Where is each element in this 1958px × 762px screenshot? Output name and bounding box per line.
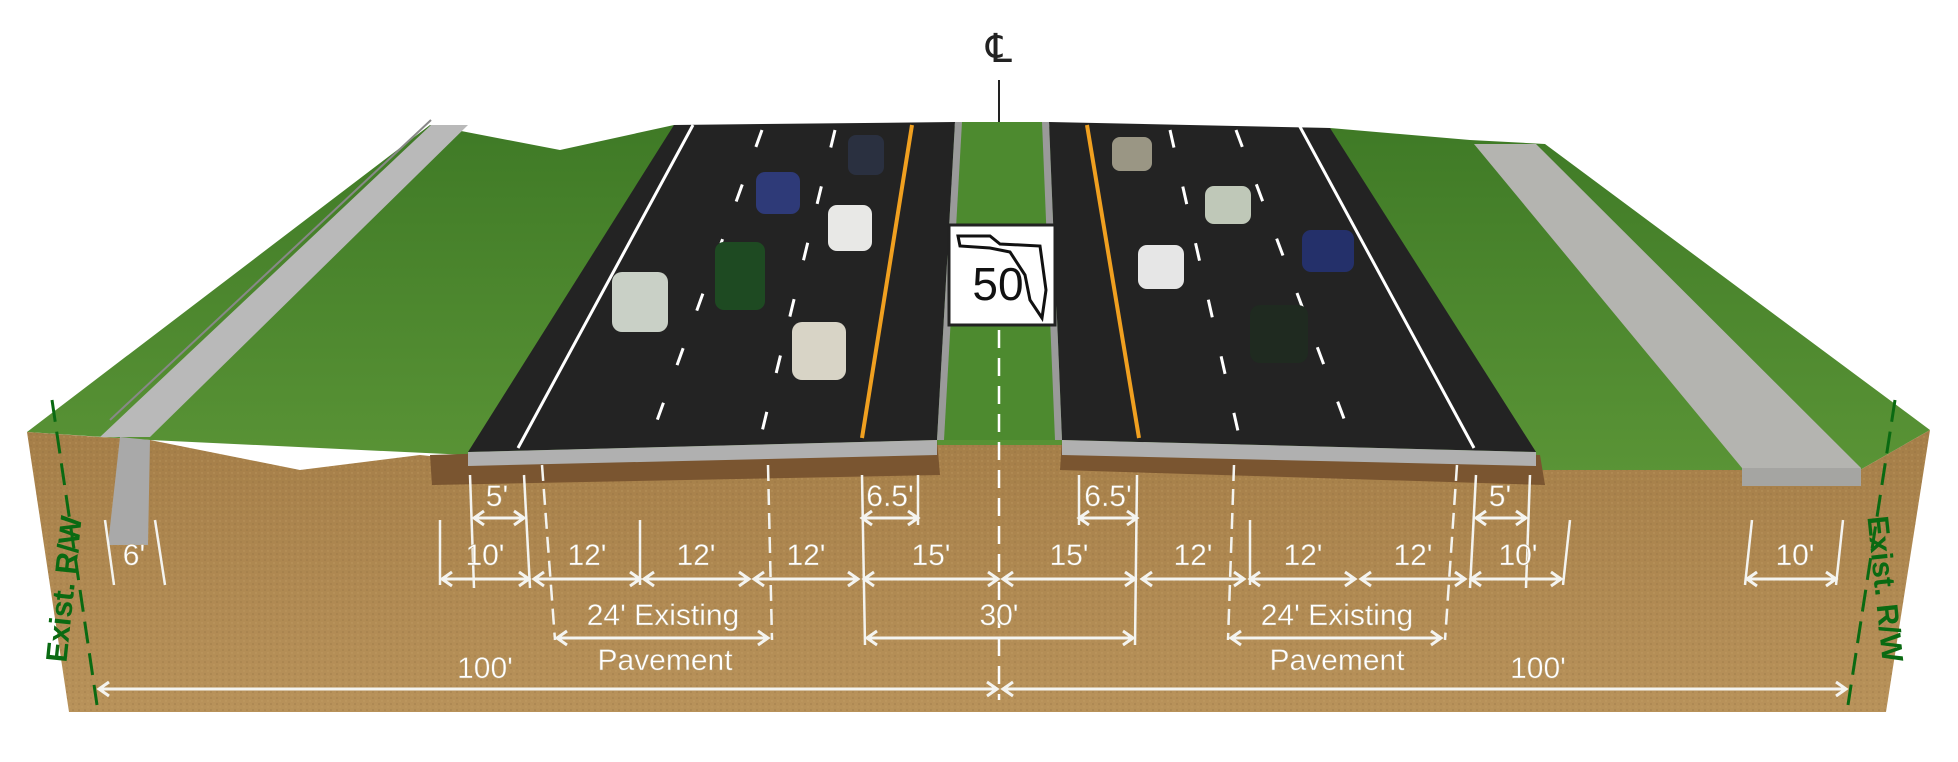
dim-left-existing-pavement-2: Pavement <box>597 644 733 677</box>
dim-right-sidewalk: 10' <box>1775 539 1814 572</box>
right-rw-line <box>1846 399 1897 706</box>
dimension-arrow <box>96 680 1000 698</box>
dimension-arrow <box>641 570 752 588</box>
dimension-arrow <box>861 570 1001 588</box>
dim-right-lane-3: 12' <box>1393 539 1432 572</box>
dim-left-lane-2: 12' <box>676 539 715 572</box>
dim-right-lane-2: 12' <box>1283 539 1322 572</box>
dimension-arrow <box>1076 509 1140 527</box>
dimension-arrow <box>1139 570 1247 588</box>
car <box>1205 186 1251 224</box>
dim-left-half-row: 100' <box>457 652 513 685</box>
car <box>1112 137 1152 171</box>
sidewalk-edge <box>1742 468 1861 486</box>
car <box>1250 305 1308 363</box>
dimension-arrow <box>1358 570 1468 588</box>
dimension-arrow <box>751 570 861 588</box>
car <box>828 205 872 251</box>
dim-left-wall: 6' <box>123 539 145 572</box>
dimension-arrows <box>96 509 1849 698</box>
dimension-arrow <box>1000 570 1138 588</box>
soil-texture <box>27 430 1930 712</box>
car <box>612 272 668 332</box>
car <box>1138 245 1184 289</box>
dimension-arrow <box>1468 570 1564 588</box>
dim-right-median-half: 15' <box>1049 539 1088 572</box>
dim-left-existing-pavement: 24' Existing <box>587 599 739 632</box>
florida-route-sign: 50 <box>947 223 1057 327</box>
dimension-arrow <box>531 570 643 588</box>
wall-railing <box>109 119 432 421</box>
dimension-arrow <box>439 570 532 588</box>
route-number: 50 <box>972 258 1023 310</box>
dimension-arrow <box>1228 629 1444 647</box>
dim-right-half-row: 100' <box>1510 652 1566 685</box>
car <box>715 242 765 310</box>
dim-right-lane-1: 12' <box>1173 539 1212 572</box>
left-edge-line <box>516 124 695 449</box>
dim-left-median-half: 15' <box>911 539 950 572</box>
left-yellow-line <box>860 124 914 439</box>
centerline-symbol: ℄ <box>985 26 1012 72</box>
dim-left-bike-lane: 5' <box>486 480 508 513</box>
car <box>1302 230 1354 272</box>
left-retaining-wall <box>100 125 468 437</box>
right-roadway <box>1049 122 1536 452</box>
car <box>848 135 884 175</box>
dimension-arrow <box>864 629 1136 647</box>
left-rw-line <box>50 399 99 706</box>
right-curb <box>1062 440 1536 466</box>
dim-left-shoulder: 10' <box>465 539 504 572</box>
dim-median: 30' <box>979 599 1018 632</box>
dimension-extension-lines <box>103 464 1845 646</box>
dimension-arrow <box>859 509 921 527</box>
dim-left-inside-shoulder: 6.5' <box>866 480 913 513</box>
dim-left-lane-3: 12' <box>786 539 825 572</box>
dimension-arrow <box>554 629 771 647</box>
dim-left-lane-1: 12' <box>567 539 606 572</box>
dimension-arrow <box>1473 509 1529 527</box>
dim-right-inside-shoulder: 6.5' <box>1084 480 1131 513</box>
car <box>756 172 800 214</box>
dim-right-shoulder: 10' <box>1498 539 1537 572</box>
dim-right-existing-pavement: 24' Existing <box>1261 599 1413 632</box>
car <box>792 322 846 380</box>
left-curb <box>468 440 937 466</box>
dim-right-bike-lane: 5' <box>1489 480 1511 513</box>
vehicles <box>612 135 1354 380</box>
dim-right-existing-pavement-2: Pavement <box>1269 644 1405 677</box>
dimension-arrow <box>1000 680 1849 698</box>
right-edge-line <box>1297 124 1476 449</box>
dimension-arrow <box>1744 570 1839 588</box>
right-sidewalk <box>1474 144 1861 468</box>
dimension-arrow <box>471 509 527 527</box>
wall-footing <box>108 437 150 545</box>
right-yellow-line <box>1085 124 1141 439</box>
dimension-arrow <box>1247 570 1358 588</box>
